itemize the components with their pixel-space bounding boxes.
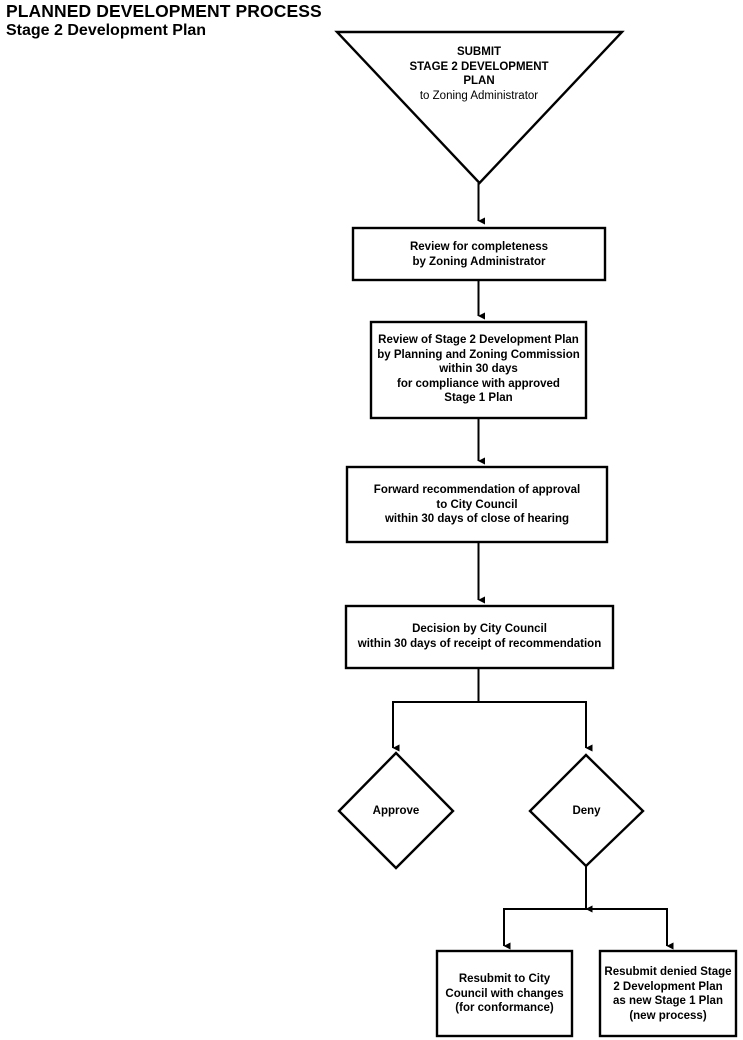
deny-label: Deny (572, 805, 601, 817)
submit-line-4: to Zoning Administrator (419, 89, 539, 102)
resubmit-stage1-line-4: (new process) (629, 1009, 707, 1022)
decision-line-2: within 30 days of receipt of recommendat… (357, 637, 602, 650)
approve-label: Approve (372, 805, 420, 817)
forward-recommendation-line-2: to City Council (436, 498, 518, 511)
submit-line-1: SUBMIT (456, 46, 502, 58)
resubmit-stage1-line-3: as new Stage 1 Plan (613, 995, 723, 1007)
forward-recommendation-line-1: Forward recommendation of approval (373, 484, 581, 496)
review-stage2-line-4: for compliance with approved (397, 377, 560, 390)
shape-resubmit-council-box (435, 949, 574, 1038)
review-stage2-line-1: Review of Stage 2 Development Plan (378, 334, 579, 346)
shape-forward-recommendation-box (345, 465, 609, 544)
title-line-2: Stage 2 Development Plan (6, 22, 207, 39)
shape-decision-box (344, 604, 615, 670)
resubmit-council-line-3: (for conformance) (455, 1002, 554, 1014)
review-stage2-line-2: by Planning and Zoning Commission (377, 348, 580, 361)
resubmit-stage1-line-1: Resubmit denied Stage (604, 966, 732, 978)
review-completeness-label: Review for completeness by Zoning Admini… (353, 240, 605, 269)
shape-review-stage2-box (369, 320, 588, 420)
shape-approve-diamond (337, 751, 455, 870)
forward-recommendation-label: Forward recommendation of approval to Ci… (347, 483, 607, 527)
forward-recommendation-line-3: within 30 days of close of hearing (384, 513, 570, 525)
review-stage2-label: Review of Stage 2 Development Plan by Pl… (366, 333, 591, 406)
review-completeness-line-1: Review for completeness (409, 241, 549, 253)
decision-label: Decision by City Council within 30 days … (346, 622, 613, 651)
resubmit-council-line-2: Council with changes (445, 987, 564, 1000)
review-completeness-line-2: by Zoning Administrator (412, 255, 546, 268)
page-title: PLANNED DEVELOPMENT PROCESS Stage 2 Deve… (6, 2, 366, 40)
resubmit-council-label: Resubmit to City Council with changes (f… (437, 972, 572, 1016)
resubmit-stage1-line-2: 2 Development Plan (613, 980, 723, 993)
shape-review-completeness-box (351, 226, 607, 282)
submit-triangle-label: SUBMIT STAGE 2 DEVELOPMENT PLAN to Zonin… (379, 45, 579, 103)
shape-submit-triangle (334, 30, 625, 185)
resubmit-stage1-label: Resubmit denied Stage 2 Development Plan… (598, 965, 738, 1023)
decision-line-1: Decision by City Council (412, 623, 547, 635)
submit-line-2: STAGE 2 DEVELOPMENT (409, 60, 549, 73)
review-stage2-line-5: Stage 1 Plan (444, 392, 513, 404)
submit-line-3: PLAN (463, 75, 495, 87)
title-line-1: PLANNED DEVELOPMENT PROCESS (6, 1, 322, 21)
shape-resubmit-stage1-box (598, 949, 738, 1038)
resubmit-council-line-1: Resubmit to City (458, 973, 551, 985)
review-stage2-line-3: within 30 days (439, 363, 518, 375)
